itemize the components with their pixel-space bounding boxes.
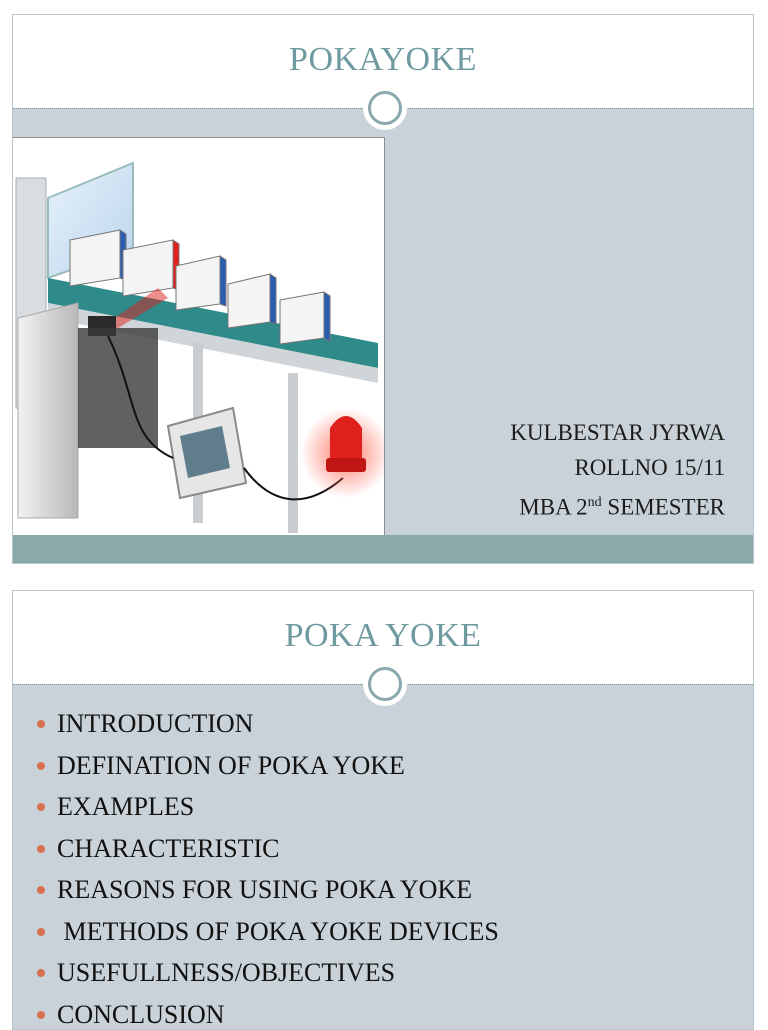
contents-list: INTRODUCTION DEFINATION OF POKA YOKE EXA… (35, 703, 499, 1030)
author-name: KULBESTAR JYRWA (510, 415, 725, 450)
list-item: CONCLUSION (35, 994, 499, 1030)
list-item: REASONS FOR USING POKA YOKE (35, 869, 499, 911)
program-prefix: MBA 2 (519, 495, 587, 520)
program-suffix: SEMESTER (602, 495, 725, 520)
author-roll: ROLLNO 15/11 (510, 450, 725, 485)
footer-band (13, 535, 753, 563)
list-item: DEFINATION OF POKA YOKE (35, 745, 499, 787)
author-block: KULBESTAR JYRWA ROLLNO 15/11 MBA 2nd SEM… (510, 415, 725, 525)
slide-title: POKAYOKE (13, 41, 753, 79)
circle-ornament-icon (363, 86, 407, 130)
list-item: METHODS OF POKA YOKE DEVICES (35, 911, 499, 953)
list-item: EXAMPLES (35, 786, 499, 828)
list-item: INTRODUCTION (35, 703, 499, 745)
program-sup: nd (588, 495, 602, 510)
circle-ornament-icon (363, 662, 407, 706)
conveyor-sensor-alarm-icon (12, 138, 385, 541)
slide-title: POKA YOKE (13, 617, 753, 655)
conveyor-illustration (12, 137, 385, 541)
list-item: CHARACTERISTIC (35, 828, 499, 870)
list-item: USEFULLNESS/OBJECTIVES (35, 952, 499, 994)
title-slide: POKAYOKE (12, 14, 754, 564)
author-program: MBA 2nd SEMESTER (510, 485, 725, 525)
contents-slide: POKA YOKE INTRODUCTION DEFINATION OF POK… (12, 590, 754, 1030)
